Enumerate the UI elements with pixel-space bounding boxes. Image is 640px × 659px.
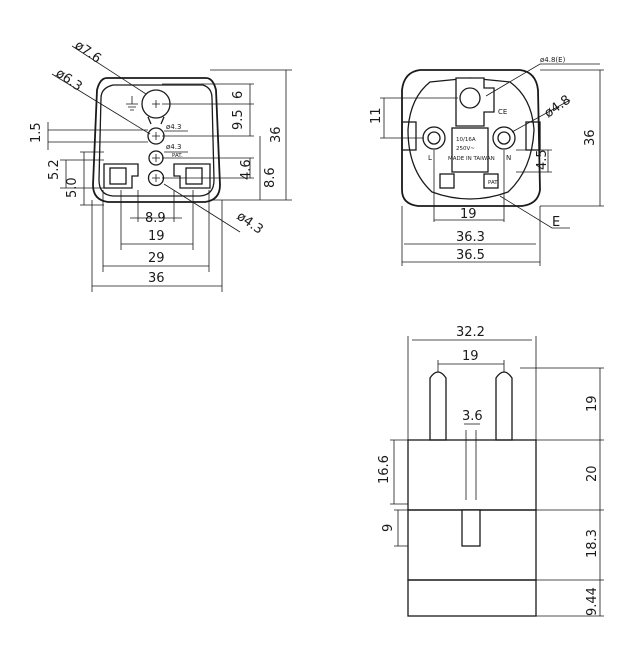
dim-v15: 1.5: [29, 122, 44, 143]
dim-d48e: ø4.8(E): [540, 56, 566, 64]
socket-round-face: [407, 77, 535, 200]
socket-dim-45-lines: [516, 149, 552, 173]
dim-h19-front: 19: [148, 229, 165, 244]
socket-view: 10/16A 250V~ MADE IN TAIWAN CE L N PAT. …: [369, 56, 604, 266]
front-bottom-dim-lines: [92, 217, 222, 287]
dim-v6: 6: [231, 91, 246, 99]
front-body-outline: [92, 77, 221, 203]
side-body-lower: [407, 579, 537, 617]
socket-hole-l: [422, 126, 446, 150]
socket-dim-11-lines: [380, 97, 458, 139]
side-center-tab: [461, 509, 481, 547]
socket-stub-l: [439, 173, 455, 189]
dim-e-label: E: [552, 215, 560, 230]
dim-d63: ø6.3: [53, 66, 85, 95]
side-view: 32.2 19 3.6 16.6 9 19 20 18.3 9.44: [377, 325, 604, 617]
dim-v46: 4.6: [239, 159, 254, 180]
socket-made-in: MADE IN TAIWAN: [448, 156, 495, 162]
dim-v52: 5.2: [47, 159, 62, 180]
dim-h89: 8.9: [145, 211, 166, 226]
dim-d48: ø4.8: [542, 93, 574, 122]
leader-d43-bottom: [163, 183, 241, 233]
socket-stub-n: [483, 173, 499, 189]
socket-ce: CE: [498, 108, 507, 116]
dim-h365: 36.5: [456, 248, 485, 263]
side-body-upper: [407, 439, 537, 511]
side-dim-166-lines: [390, 439, 408, 505]
front-extension-lines: [162, 69, 292, 201]
socket-hole-n: [492, 126, 516, 150]
side-pin-left: [429, 371, 447, 441]
left-slot-inner: [109, 167, 127, 185]
leader-d76: [71, 45, 147, 95]
socket-left-clip: [401, 121, 417, 151]
dim-h36-front: 36: [148, 271, 165, 286]
dim-h363: 36.3: [456, 230, 485, 245]
dim-v183: 18.3: [585, 529, 600, 558]
socket-n-mark: N: [506, 154, 511, 162]
front-dim-lines: [249, 70, 287, 200]
socket-earth-clip: [455, 77, 495, 127]
dim-h36-side: 3.6: [462, 409, 483, 424]
front-inner-outline: [98, 84, 215, 197]
side-pin-right: [495, 371, 513, 441]
socket-hole-l-inner: [427, 131, 441, 145]
dim-v36-front: 36: [269, 126, 284, 143]
side-dim-19-lines: [437, 360, 505, 372]
right-slot-inner: [185, 167, 203, 185]
dim-v20: 20: [585, 465, 600, 482]
socket-body-outline: [401, 69, 541, 207]
dim-h19-socket: 19: [460, 207, 477, 222]
earth-symbol-icon: [126, 96, 138, 111]
dim-v95: 9.5: [231, 109, 246, 130]
dim-v9: 9: [381, 524, 396, 532]
dim-v86: 8.6: [263, 167, 278, 188]
side-right-dim-lines: [520, 367, 604, 617]
front-left-extension: [48, 129, 148, 206]
dim-v45: 4.5: [535, 149, 550, 170]
socket-bottom-dim-lines: [401, 150, 541, 266]
dim-v19-side: 19: [585, 395, 600, 412]
dim-h29: 29: [148, 251, 165, 266]
leader-d48: [511, 99, 571, 133]
dim-v36-socket: 36: [583, 129, 598, 146]
socket-pat: PAT.: [488, 180, 499, 186]
plus-marks: [152, 100, 160, 182]
dim-d76: ø7.6: [72, 38, 104, 67]
leader-e: [499, 195, 570, 229]
right-slot: [173, 163, 211, 189]
dim-d43-mid: ø4.3: [166, 143, 181, 151]
socket-label-plate: [451, 127, 489, 173]
dim-v50: 5.0: [65, 177, 80, 198]
leader-d63: [51, 73, 151, 135]
side-dim-322-lines: [407, 336, 537, 440]
front-bottom-extension: [91, 190, 223, 292]
side-center-slot: [465, 430, 477, 500]
leader-d48e: [485, 63, 600, 97]
socket-hole-n-inner: [497, 131, 511, 145]
dim-h19-side: 19: [462, 349, 479, 364]
socket-earth-hole: [459, 87, 481, 109]
side-dim-9-lines: [394, 509, 408, 547]
dim-d43-bottom: ø4.3: [234, 209, 266, 238]
socket-voltage: 250V~: [456, 146, 475, 152]
front-pat-mark: PAT.: [172, 153, 183, 159]
socket-dim-36-lines: [540, 69, 604, 207]
dim-d43-top: ø4.3: [166, 123, 181, 131]
dim-v166: 16.6: [377, 455, 392, 484]
socket-rating: 10/16A: [456, 137, 476, 143]
dim-v11: 11: [369, 107, 384, 124]
front-left-dim-lines: [47, 122, 85, 205]
keyhole-neck: [147, 116, 165, 125]
dim-h322: 32.2: [456, 325, 485, 340]
front-view: PAT. ø7.6 ø6.3 ø4.3 ø4.3 ø4.3 6 9.5 36 4…: [29, 38, 292, 292]
dim-v944: 9.44: [585, 587, 600, 616]
socket-l-mark: L: [428, 154, 432, 162]
